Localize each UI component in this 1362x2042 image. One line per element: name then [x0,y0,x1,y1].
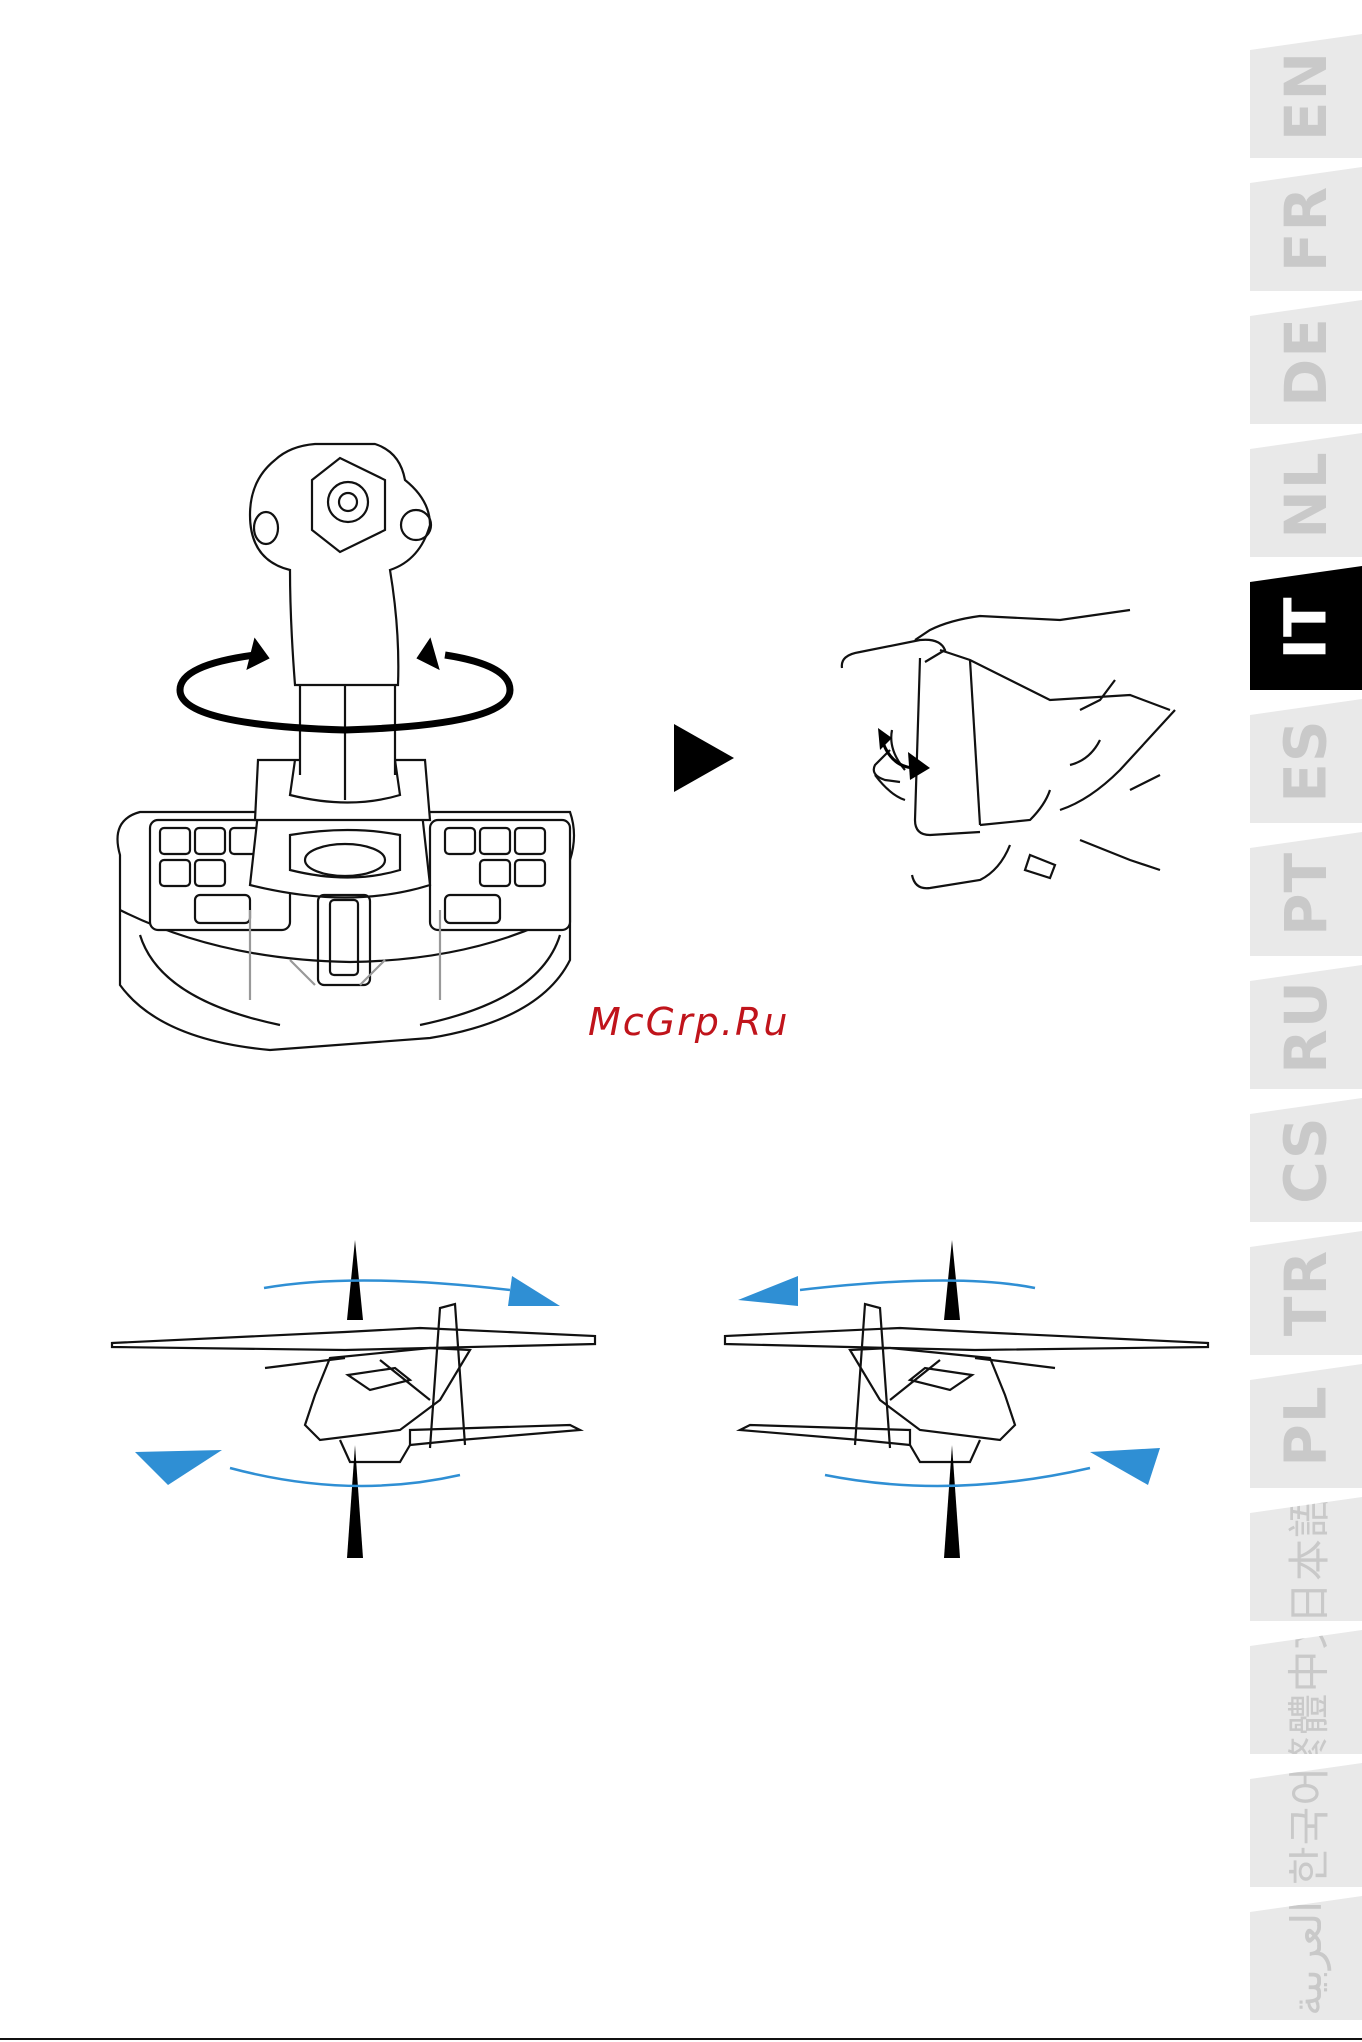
joystick-twist-illustration [100,440,580,1070]
tab-ko[interactable]: 한국어 [1250,1763,1362,1887]
tab-fr[interactable]: FR [1250,167,1362,291]
tab-label: 繁體中文 [1276,1606,1337,1778]
tab-ar[interactable]: العربية [1250,1896,1362,2020]
tab-es[interactable]: ES [1250,699,1362,823]
tab-de[interactable]: DE [1250,300,1362,424]
tab-zh[interactable]: 繁體中文 [1250,1630,1362,1754]
footer-rule [0,2038,1362,2040]
hand-twist-illustration [830,600,1190,900]
tab-label: FR [1272,186,1340,272]
tab-tr[interactable]: TR [1250,1231,1362,1355]
tab-label: ES [1272,719,1340,802]
watermark: McGrp.Ru [588,1000,789,1044]
tab-label: العربية [1282,1901,1331,2016]
tab-nl[interactable]: NL [1250,433,1362,557]
tab-pl[interactable]: PL [1250,1364,1362,1488]
airplane-yaw-left-illustration [100,1200,620,1570]
tab-label: PL [1272,1385,1340,1466]
tab-label: RU [1272,980,1340,1074]
tab-pt[interactable]: PT [1250,832,1362,956]
airplane-yaw-right-illustration [700,1200,1220,1570]
tab-label: 한국어 [1276,1766,1337,1885]
tab-cs[interactable]: CS [1250,1098,1362,1222]
tab-label: PT [1272,852,1340,936]
tab-label: EN [1272,51,1340,141]
tab-ru[interactable]: RU [1250,965,1362,1089]
tab-label: IT [1272,596,1340,659]
tab-label: DE [1272,317,1340,407]
tab-it[interactable]: IT [1250,566,1362,690]
play-arrow-icon [672,722,736,794]
tab-label: 日本語 [1276,1494,1337,1623]
tab-label: TR [1272,1250,1340,1336]
tab-label: CS [1272,1116,1340,1203]
tab-en[interactable]: EN [1250,34,1362,158]
tab-ja[interactable]: 日本語 [1250,1497,1362,1621]
tab-label: NL [1272,451,1340,539]
